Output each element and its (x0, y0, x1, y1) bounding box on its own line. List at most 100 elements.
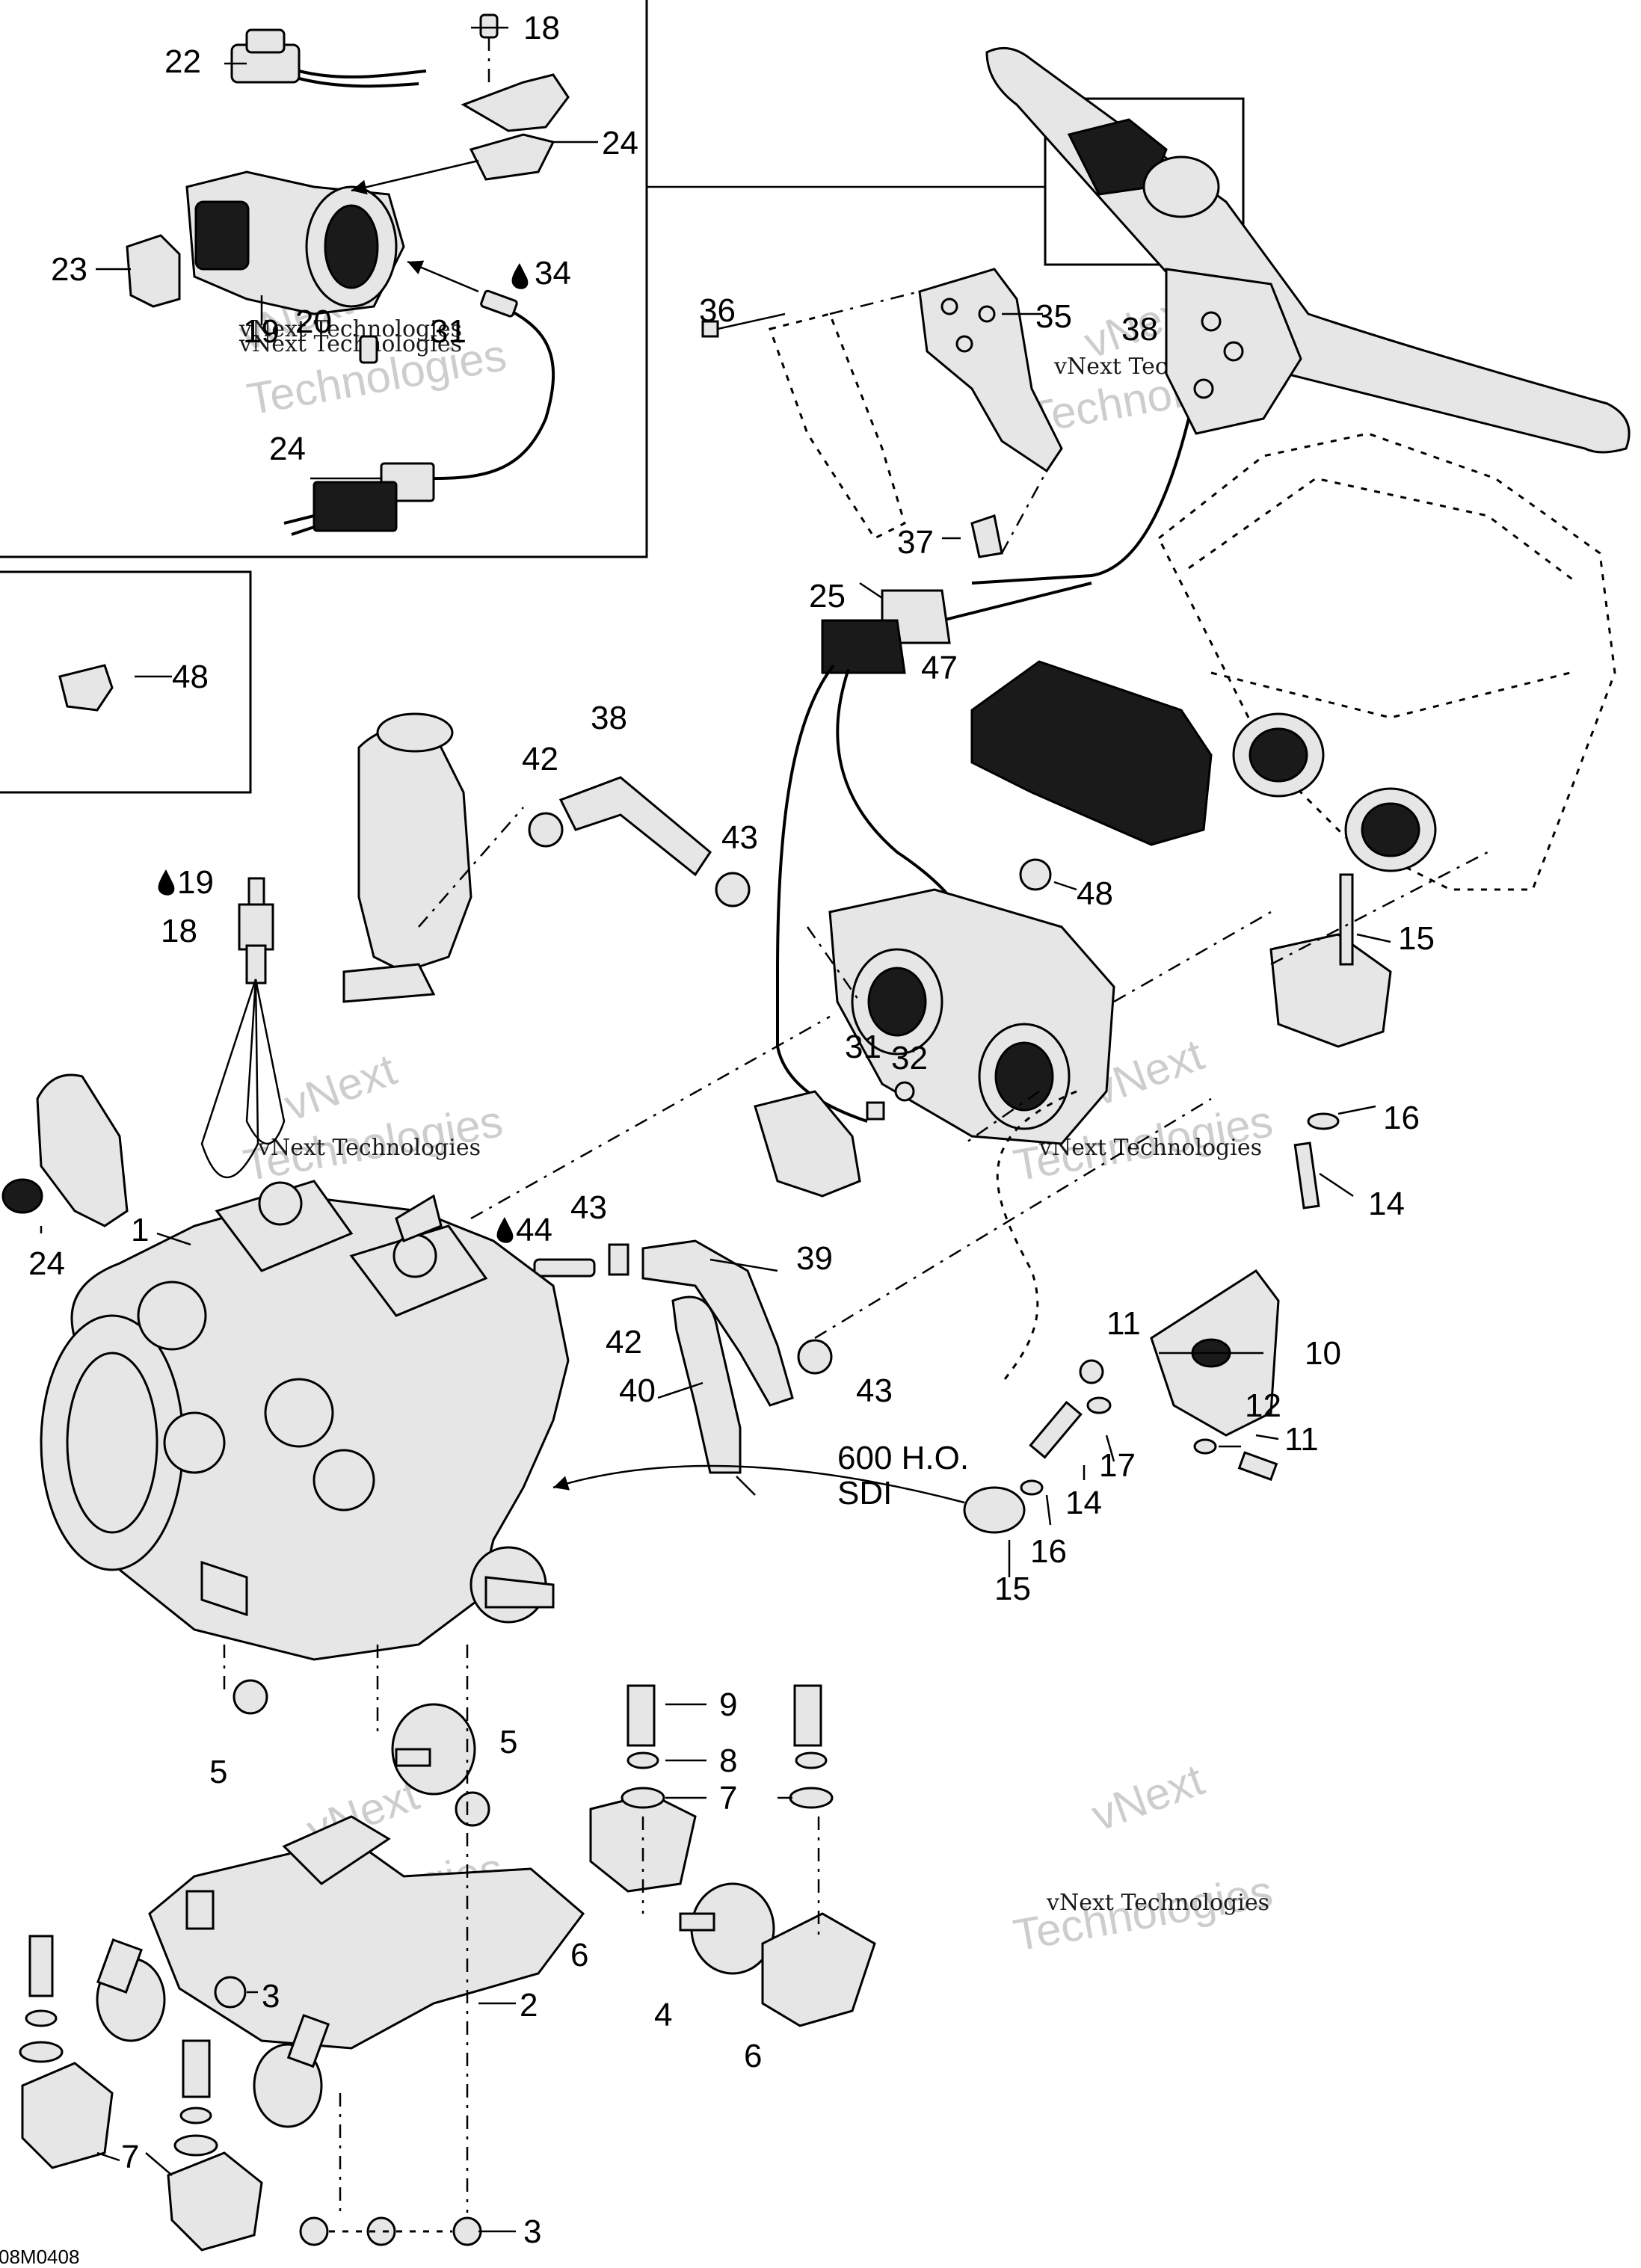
callout-label: 14 (1065, 1485, 1102, 1521)
bracket-ghost-36 (769, 312, 906, 540)
screw-31 (866, 1101, 885, 1121)
callout-label: 15 (1398, 920, 1435, 957)
hose-41 (671, 1295, 742, 1474)
callout-label: 40 (619, 1372, 656, 1409)
callout-label: 35 (1035, 298, 1072, 335)
callout-label: 31 (845, 1029, 881, 1065)
silencer-cover-47 (970, 660, 1213, 846)
callout-label: 36 (699, 292, 736, 329)
nuts-3-bottom (299, 2216, 482, 2246)
callout-label: 9 (719, 1686, 737, 1723)
rubber-mount-4-b (679, 1882, 775, 1975)
screw-36 (701, 312, 786, 338)
watermark-text: vNext Technologies (238, 331, 462, 357)
callout-label: 16 (1383, 1100, 1420, 1136)
callout-label: 47 (921, 650, 958, 686)
washer-22 (1307, 1112, 1340, 1130)
callout-label: 22 (164, 43, 201, 80)
watermark-text: vNext Technologies (1046, 1890, 1269, 1916)
cover-29 (126, 234, 181, 308)
callout-label: 24 (602, 125, 638, 161)
callout-label: 48 (172, 659, 209, 695)
mount-bracket-6-b (761, 1912, 876, 2027)
carburetor-assembly (828, 888, 1115, 1145)
callout-label: 3 (523, 2213, 541, 2250)
left-mount-stack (19, 1890, 247, 2169)
clamp-42-upper (528, 812, 564, 848)
callout-label: 42 (606, 1324, 642, 1361)
washer-8-a (626, 1751, 659, 1769)
wire-harness-30-inset (283, 289, 555, 536)
oil-drop-icon (511, 263, 529, 289)
fastener-48 (1019, 858, 1052, 891)
callout-label: 17 (1099, 1447, 1136, 1484)
shaft-21 (1339, 873, 1354, 966)
callout-label: 19 (243, 313, 280, 350)
callout-label: 43 (721, 819, 758, 856)
inset-frame-top-left (0, 0, 648, 558)
callout-label: 18 (523, 10, 560, 46)
nipple-44 (533, 1258, 596, 1278)
carb-lower-bracket (754, 1090, 861, 1198)
damper-15 (963, 1486, 1026, 1534)
inset-frame-handlebar (1044, 97, 1245, 266)
callout-label: 24 (28, 1245, 65, 1282)
callout-label: 44 (516, 1212, 552, 1248)
washer-7-b (789, 1787, 834, 1809)
callout-label: 38 (591, 700, 627, 736)
nut-5-b (455, 1791, 490, 1827)
callout-label: 38 (1121, 311, 1158, 348)
washer-8-b (795, 1751, 828, 1769)
washer-12 (1193, 1438, 1217, 1455)
hose-39 (558, 776, 712, 877)
callout-label: 23 (51, 251, 87, 288)
clamp-42-lower (608, 1243, 629, 1276)
callout-label: 6 (570, 1937, 588, 1973)
callout-label: 2 (520, 1987, 538, 2024)
bolt-26 (479, 13, 499, 90)
callout-label: 11 (1284, 1421, 1319, 1458)
watermark-text: vNext Technologies (257, 1135, 481, 1161)
callout-label: 20 (295, 303, 332, 340)
callout-label: 43 (570, 1189, 607, 1226)
note-label: 600 H.O. (837, 1440, 969, 1476)
airbox-boots (1232, 712, 1437, 872)
washer-7-a (621, 1787, 665, 1809)
callout-label: 25 (809, 578, 846, 614)
handlebar-switch-inset (1067, 118, 1220, 218)
callout-label: 10 (1305, 1335, 1341, 1372)
callout-label: 4 (654, 1997, 672, 2033)
leader-lines (40, 26, 1391, 2233)
callout-label: 5 (209, 1754, 227, 1790)
lever-24 (461, 73, 570, 181)
callout-label: 32 (891, 1040, 928, 1076)
nut-13 (1079, 1359, 1104, 1384)
callout-label: 37 (897, 524, 934, 561)
callout-label: 6 (744, 2038, 762, 2074)
watermark-text: vNext Technologies (238, 316, 462, 342)
engine-1 (40, 1180, 570, 1661)
callout-label: 1 (131, 1212, 149, 1248)
callout-labels: 18 22 24 23 34 19 20 31 24 48 36 35 38 3… (0, 10, 1435, 2268)
bolt-9-a (626, 1684, 656, 1747)
bolt-9-b (793, 1684, 822, 1747)
center-mount-stack (167, 2014, 330, 2252)
callout-label: 18 (161, 913, 197, 949)
bracket-35 (918, 268, 1063, 473)
coolant-reservoir (342, 712, 472, 1003)
callout-label: 39 (796, 1240, 833, 1277)
screw-37 (970, 514, 1003, 558)
figure-code: 08M0408 (0, 2246, 79, 2268)
callout-label: 16 (1030, 1533, 1067, 1570)
nut-32 (894, 1081, 915, 1102)
throttle-housing-25 (185, 170, 405, 315)
washer-17 (1086, 1396, 1112, 1414)
callout-label: 42 (522, 741, 558, 777)
callout-label: 24 (269, 431, 306, 467)
callout-label: 48 (1077, 875, 1113, 912)
stud-14 (1029, 1400, 1083, 1459)
carburetor-bracket-assembly (1165, 268, 1302, 435)
screw-27 (359, 335, 378, 364)
callout-label: 34 (535, 255, 571, 292)
